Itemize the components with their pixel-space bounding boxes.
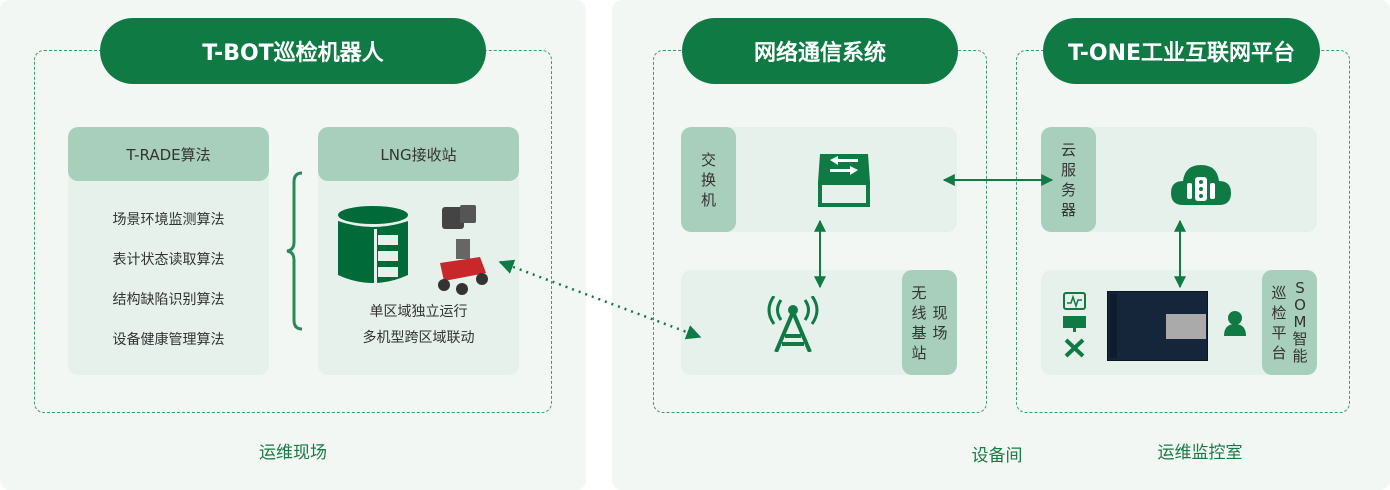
tank-icon xyxy=(338,206,408,287)
som-label: 台 xyxy=(1271,343,1287,362)
platform-title: T-ONE工业互联网平台 xyxy=(1043,18,1320,84)
switch-icon xyxy=(818,154,870,207)
monitor-room-label: 运维监控室 xyxy=(1157,443,1243,463)
base-label: 无 xyxy=(911,283,927,302)
base-label: 站 xyxy=(911,343,927,362)
brace-icon xyxy=(286,171,303,331)
station-line: 单区域独立运行 xyxy=(369,304,468,320)
som-label: 检 xyxy=(1271,303,1287,322)
cloud-server-icon xyxy=(1171,165,1231,205)
som-label: O xyxy=(1294,296,1306,314)
antenna-icon xyxy=(767,296,819,352)
switch-label: 换 xyxy=(700,170,716,189)
station-card: LNG接收站 单区域独立运行 多机型跨区域联动 xyxy=(318,127,519,375)
base-label: 现 xyxy=(932,303,948,322)
cloud-label: 务 xyxy=(1060,180,1076,199)
switch-label: 交 xyxy=(700,150,716,169)
algo-header: T-RADE算法 xyxy=(68,127,269,181)
switch-card: 交换机 xyxy=(681,127,957,232)
tbot-title: T-BOT巡检机器人 xyxy=(100,18,486,84)
robot-icon xyxy=(438,205,488,295)
platform-screenshot xyxy=(1107,291,1208,361)
som-label: 巡 xyxy=(1271,283,1287,302)
algo-item: 表计状态读取算法 xyxy=(112,252,225,268)
som-label: 平 xyxy=(1271,323,1287,342)
cloud-label: 服 xyxy=(1060,160,1076,179)
link-robot-basestation xyxy=(498,259,702,340)
algo-item: 设备健康管理算法 xyxy=(112,332,225,348)
base-label: 场 xyxy=(932,323,948,342)
monitor-tools-icon xyxy=(1063,292,1086,358)
station-line: 多机型跨区域联动 xyxy=(362,330,475,346)
som-label: S xyxy=(1295,279,1305,297)
som-label: M xyxy=(1293,313,1307,331)
equipment-room-label: 设备间 xyxy=(971,446,1023,466)
user-icon xyxy=(1224,311,1246,336)
cloud-card: 云服务器 xyxy=(1041,127,1317,232)
algo-item: 结构缺陷识别算法 xyxy=(112,292,225,308)
som-label: 能 xyxy=(1292,347,1308,365)
network-title: 网络通信系统 xyxy=(682,18,958,84)
base-label: 线 xyxy=(911,303,927,322)
cloud-label: 云 xyxy=(1060,140,1076,159)
som-label: 智 xyxy=(1292,330,1308,348)
algo-card: T-RADE算法 场景环境监测算法 表计状态读取算法 结构缺陷识别算法 设备健康… xyxy=(68,127,269,375)
base-label: 基 xyxy=(911,323,927,342)
algo-item: 场景环境监测算法 xyxy=(112,212,225,228)
station-header: LNG接收站 xyxy=(318,127,519,181)
field-label: 运维现场 xyxy=(259,443,327,463)
switch-label: 机 xyxy=(700,190,716,209)
cloud-label: 器 xyxy=(1060,200,1076,219)
